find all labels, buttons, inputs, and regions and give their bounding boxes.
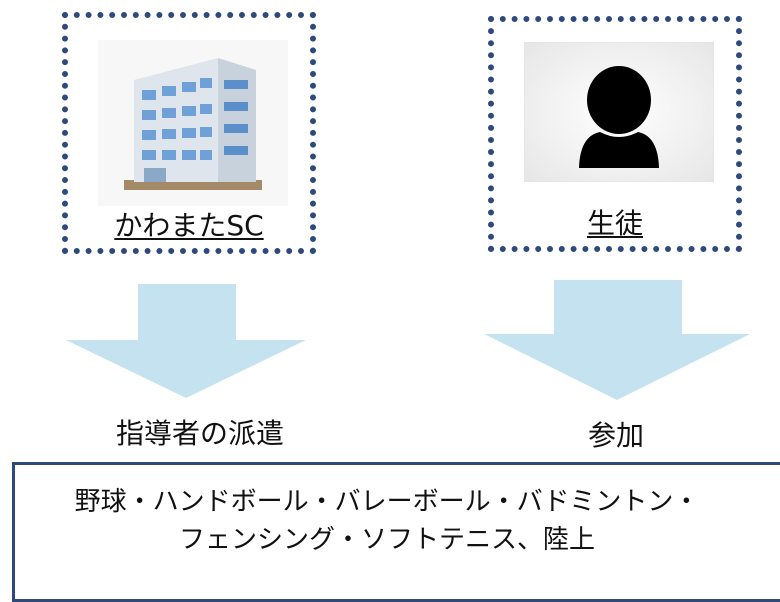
sports-line-2: フェンシング・ソフトテニス、陸上 [178, 525, 595, 555]
sports-list-box: 野球・ハンドボール・バレーボール・バドミントン・ フェンシング・ソフトテニス、陸… [12, 462, 780, 602]
sports-line-1: 野球・ハンドボール・バレーボール・バドミントン・ [74, 487, 700, 517]
dispatch-label: 指導者の派遣 [115, 417, 284, 450]
person-silhouette-icon [524, 42, 714, 182]
down-arrow-right [484, 280, 750, 400]
office-building-icon [98, 40, 288, 206]
participant-caption: 生徒 [586, 207, 643, 240]
organization-caption: かわまたSC [114, 209, 264, 242]
down-arrow-left [66, 284, 306, 398]
participant-box: 生徒 [488, 16, 742, 252]
participation-label: 参加 [587, 419, 644, 452]
organization-box: かわまたSC [62, 12, 316, 254]
